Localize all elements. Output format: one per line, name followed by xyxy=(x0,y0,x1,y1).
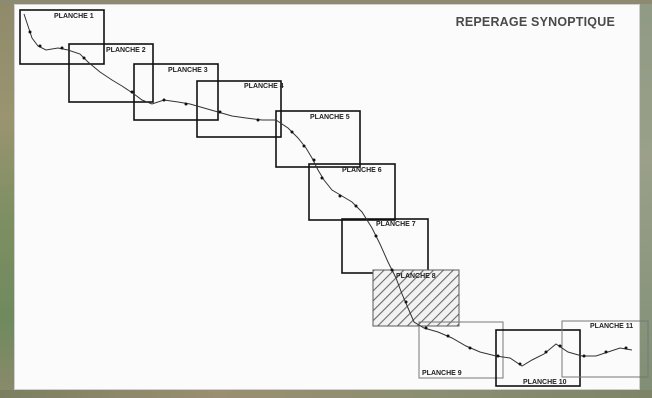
route-marker-dot xyxy=(446,334,450,338)
planche-frame-11[interactable] xyxy=(561,320,649,378)
route-marker-dot xyxy=(162,98,166,102)
planche-frame-3[interactable] xyxy=(133,63,219,121)
aerial-photo-right-edge xyxy=(640,0,652,398)
route-marker-dot xyxy=(38,44,42,48)
planche-frame-5[interactable] xyxy=(275,110,361,168)
planche-label-5: PLANCHE 5 xyxy=(310,114,350,121)
aerial-photo-left-edge xyxy=(0,0,14,398)
planche-label-3: PLANCHE 3 xyxy=(168,67,208,74)
planche-frame-6[interactable] xyxy=(308,163,396,221)
planche-frame-2[interactable] xyxy=(68,43,154,103)
planche-label-6: PLANCHE 6 xyxy=(342,167,382,174)
route-marker-dot xyxy=(82,56,86,60)
planche-frame-8[interactable] xyxy=(372,269,460,327)
route-markers xyxy=(28,30,628,366)
route-marker-dot xyxy=(130,90,134,94)
planche-label-9: PLANCHE 9 xyxy=(422,370,462,377)
route-marker-dot xyxy=(302,144,306,148)
map-title: REPERAGE SYNOPTIQUE xyxy=(455,15,615,29)
planche-label-1: PLANCHE 1 xyxy=(54,13,94,20)
planche-frame-9[interactable] xyxy=(418,321,504,379)
route-marker-dot xyxy=(338,194,342,198)
planche-label-8: PLANCHE 8 xyxy=(396,273,436,280)
route-marker-dot xyxy=(290,130,294,134)
planche-label-10: PLANCHE 10 xyxy=(523,379,567,386)
route-marker-dot xyxy=(404,300,408,304)
route-marker-dot xyxy=(374,234,378,238)
planche-label-7: PLANCHE 7 xyxy=(376,221,416,228)
route-marker-dot xyxy=(184,102,188,106)
route-marker-dot xyxy=(468,346,472,350)
aerial-photo-bottom-edge xyxy=(0,390,652,398)
route-marker-dot xyxy=(320,176,324,180)
route-marker-dot xyxy=(518,362,522,366)
synoptic-panel: REPERAGE SYNOPTIQUE xyxy=(14,4,640,390)
aerial-photo-top-edge xyxy=(0,0,652,4)
planche-label-11: PLANCHE 11 xyxy=(590,323,633,330)
route-marker-dot xyxy=(496,354,500,358)
planche-frame-10[interactable] xyxy=(495,329,581,387)
planche-label-2: PLANCHE 2 xyxy=(106,47,146,54)
planche-frame-1[interactable] xyxy=(19,9,105,65)
route-marker-dot xyxy=(256,118,260,122)
route-marker-dot xyxy=(424,326,428,330)
route-marker-dot xyxy=(582,354,586,358)
route-marker-dot xyxy=(604,350,608,354)
route-marker-dot xyxy=(390,268,394,272)
route-marker-dot xyxy=(312,158,316,162)
route-marker-dot xyxy=(28,30,32,34)
planche-label-4: PLANCHE 4 xyxy=(244,83,284,90)
route-marker-dot xyxy=(354,204,358,208)
route-marker-dot xyxy=(60,46,64,50)
route-marker-dot xyxy=(558,344,562,348)
route-marker-dot xyxy=(624,346,628,350)
route-marker-dot xyxy=(544,350,548,354)
route-line xyxy=(23,13,633,367)
planche-frame-4[interactable] xyxy=(196,80,282,138)
route-marker-dot xyxy=(218,110,222,114)
